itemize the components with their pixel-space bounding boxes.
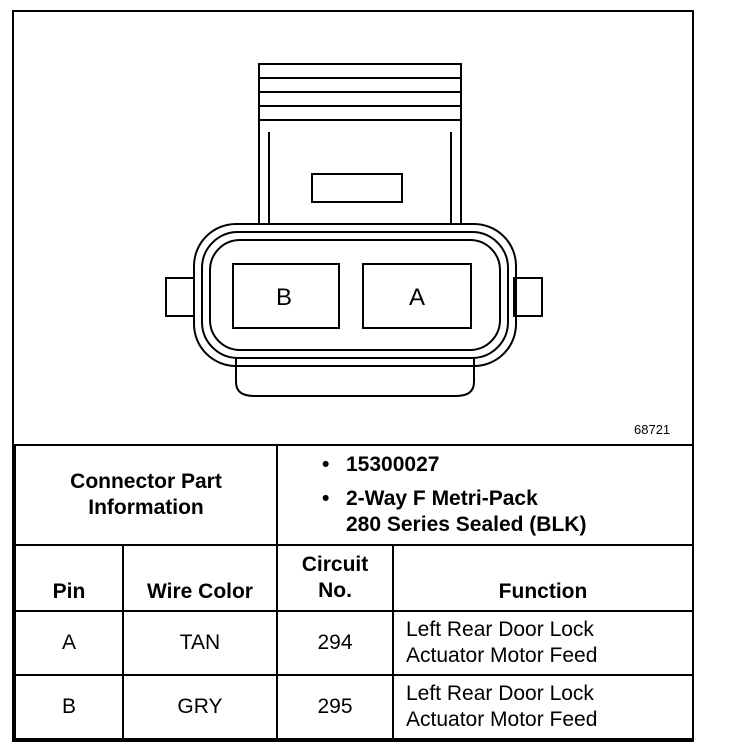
- description-line1: • 2-Way F Metri-Pack: [322, 486, 692, 512]
- row-a-function-line2: Actuator Motor Feed: [406, 644, 598, 667]
- pin-cavity-b: [232, 263, 340, 329]
- connector-right-ear: [513, 277, 543, 317]
- connector-table: Connector Part Information • 15300027 • 2-…: [14, 444, 695, 740]
- connector-left-ear: [165, 277, 195, 317]
- connector-body-inner: [209, 239, 501, 351]
- row-b-pin: B: [14, 674, 124, 740]
- bullet-icon: •: [322, 487, 330, 510]
- connector-body-middle: [201, 231, 509, 359]
- table-row: B GRY 295 Left Rear Door Lock Actuator M…: [14, 674, 695, 740]
- row-b-function-line2: Actuator Motor Feed: [406, 708, 598, 731]
- row-a-pin: A: [14, 610, 124, 676]
- connector-description-2: 280 Series Sealed (BLK): [346, 513, 587, 536]
- connector-latch: [258, 63, 462, 225]
- header-circuit: Circuit No.: [276, 544, 394, 612]
- connector-info-label-cell: Connector Part Information: [14, 444, 278, 546]
- row-a-wire-color: TAN: [122, 610, 278, 676]
- connector-info-label-line2: Information: [88, 496, 204, 519]
- connector-info-row: Connector Part Information • 15300027 • 2-…: [14, 444, 695, 546]
- part-number: 15300027: [346, 453, 440, 476]
- connector-info-value-cell: • 15300027 • 2-Way F Metri-Pack 280 Series…: [275, 444, 695, 546]
- row-b-wire-color: GRY: [122, 674, 278, 740]
- row-a-function-line1: Left Rear Door Lock: [406, 618, 594, 641]
- header-circuit-line2: No.: [318, 579, 352, 602]
- row-a-circuit: 294: [276, 610, 394, 676]
- row-b-function-line1: Left Rear Door Lock: [406, 682, 594, 705]
- row-b-circuit: 295: [276, 674, 394, 740]
- part-number-line: • 15300027: [322, 452, 692, 478]
- pin-label-a: A: [409, 284, 425, 311]
- row-b-function: Left Rear Door Lock Actuator Motor Feed: [391, 674, 695, 740]
- latch-tab: [311, 173, 403, 203]
- pin-label-b: B: [276, 284, 292, 311]
- row-a-function: Left Rear Door Lock Actuator Motor Feed: [391, 610, 695, 676]
- connector-description-1: 2-Way F Metri-Pack: [346, 487, 538, 510]
- header-pin: Pin: [14, 544, 124, 612]
- diagram-frame: B A 68721 Connector Part Information • 15…: [12, 10, 695, 742]
- header-row: Pin Wire Color Circuit No. Function: [14, 544, 695, 612]
- connector-skirt: [235, 358, 475, 397]
- connector-body-outer: [193, 223, 517, 367]
- header-circuit-line1: Circuit: [301, 553, 369, 576]
- table-row: A TAN 294 Left Rear Door Lock Actuator M…: [14, 610, 695, 676]
- pin-cavity-a: [362, 263, 472, 329]
- header-wire-color: Wire Color: [122, 544, 278, 612]
- connector-diagram: B A: [165, 63, 543, 397]
- connector-info-label-line1: Connector Part: [70, 470, 222, 493]
- bullet-icon: •: [322, 453, 330, 476]
- header-function: Function: [391, 544, 695, 612]
- figure-number: 68721: [634, 422, 671, 437]
